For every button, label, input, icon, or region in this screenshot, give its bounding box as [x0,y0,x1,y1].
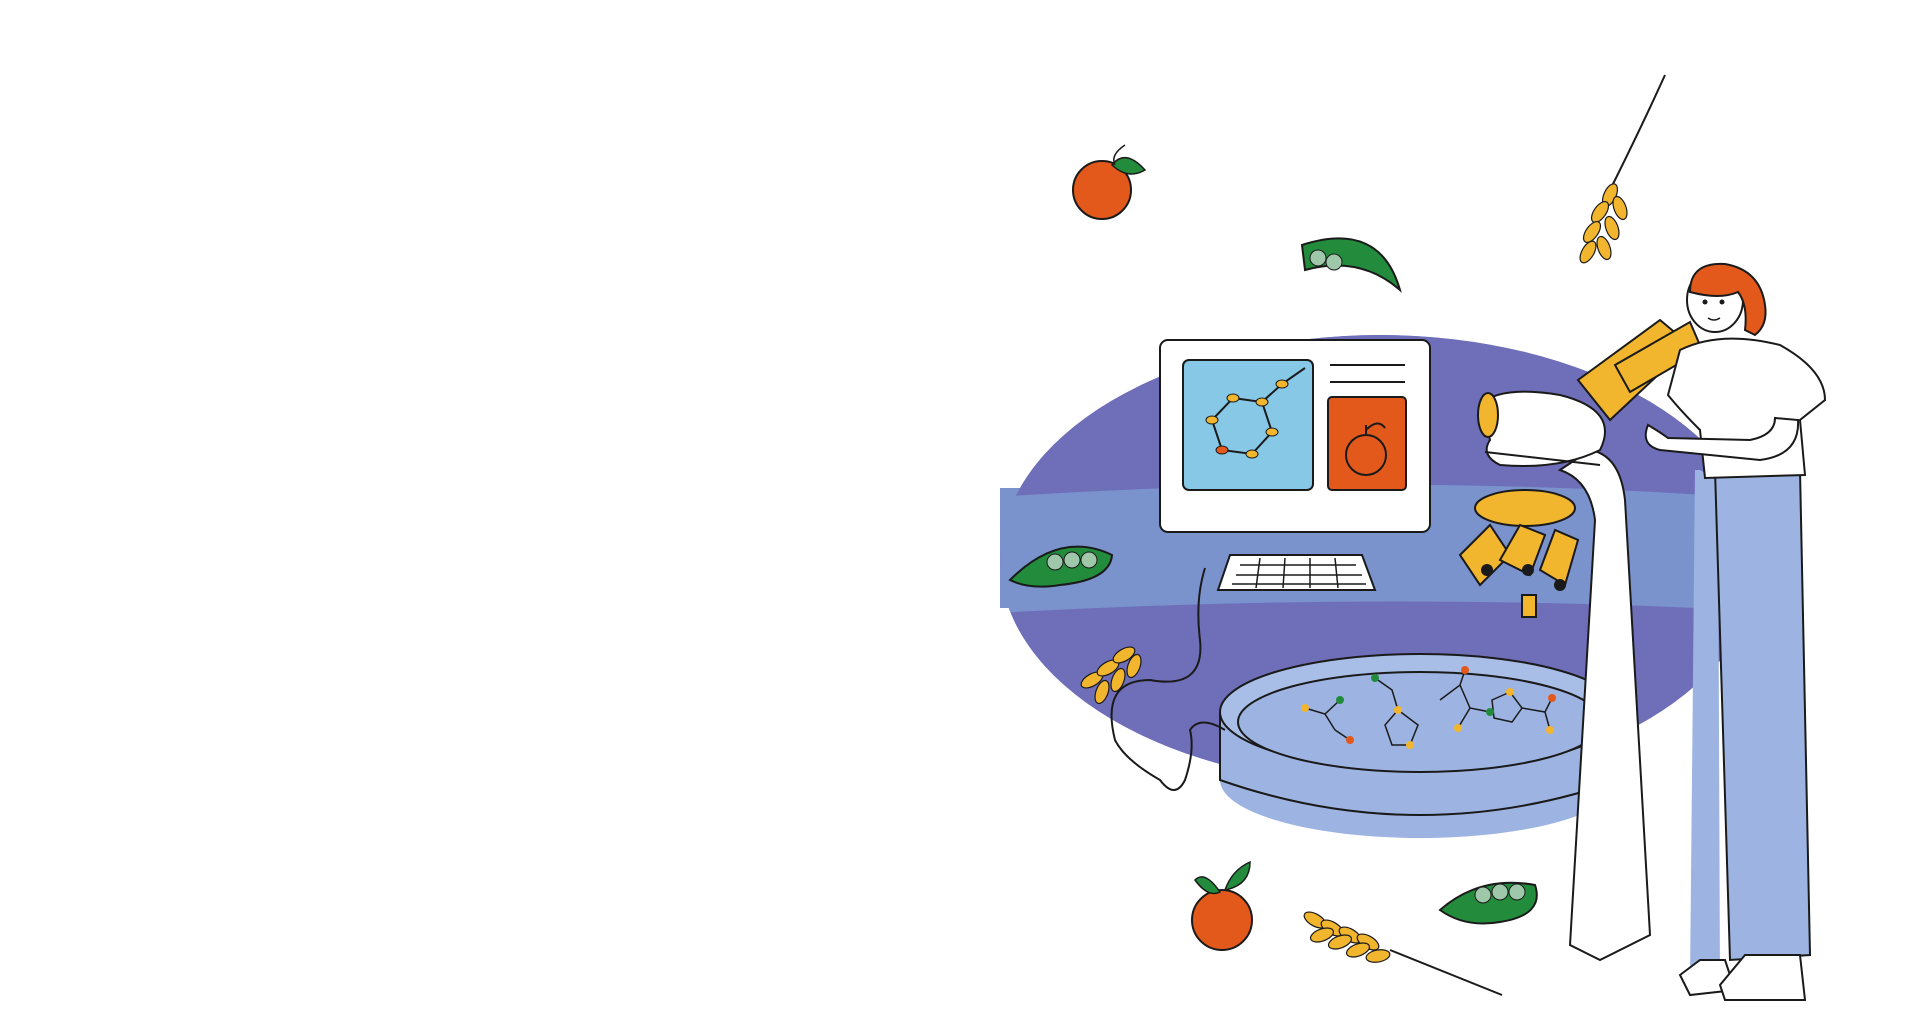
keyboard-icon [1216,554,1377,591]
pea-pod-icon [1438,881,1538,925]
pea-pod-icon [1300,237,1402,293]
wheat-icon [1080,646,1142,705]
computer-cable [1110,567,1226,791]
wheat-icon [1303,911,1503,996]
wheat-icon [1579,74,1666,264]
apple-icon [1072,144,1147,220]
scientist-figure [1644,262,1827,1001]
petri-dish-icon [1219,653,1621,838]
microscope-icon [1458,318,1704,962]
computer-monitor-icon [1159,339,1431,533]
molecule-dots [1301,666,1556,749]
pea-pod-icon [1008,545,1114,588]
apple-icon [1191,860,1253,951]
